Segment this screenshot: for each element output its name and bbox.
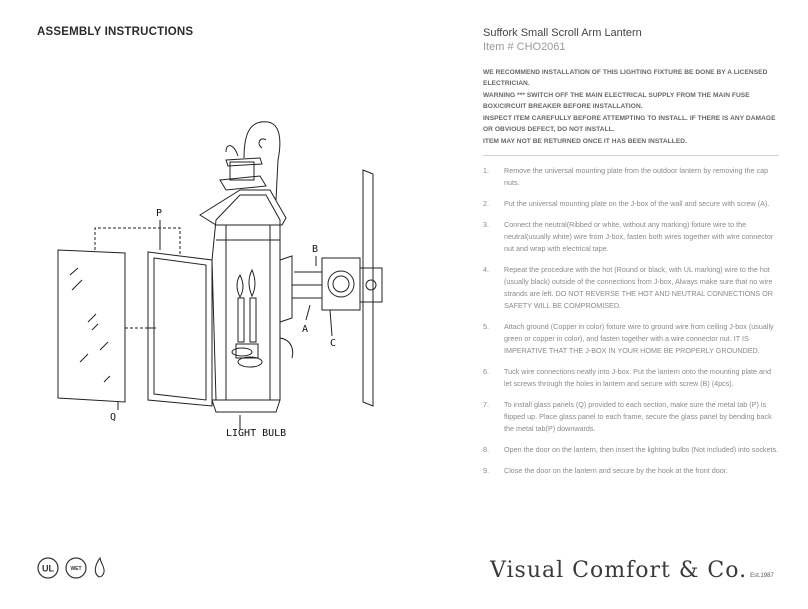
- label-p: P: [156, 208, 162, 219]
- warnings: WE RECOMMEND INSTALLATION OF THIS LIGHTI…: [483, 68, 783, 148]
- ul-listed-icon: UL: [37, 557, 59, 579]
- step-number: 3.: [483, 219, 489, 229]
- label-a: A: [302, 324, 308, 335]
- brand-established: Est.1987: [750, 573, 774, 579]
- step-number: 5.: [483, 321, 489, 331]
- product-title: Suffork Small Scroll Arm Lantern: [483, 27, 642, 39]
- brand-name: Visual Comfort & Co.: [490, 558, 748, 583]
- step-text: Put the universal mounting plate on the …: [504, 198, 770, 208]
- label-c: C: [330, 338, 336, 349]
- step-item: 9. Close the door on the lantern and secu…: [483, 465, 779, 477]
- step-text: Repeat the procedure with the hot (Round…: [504, 264, 773, 310]
- glass-panel-q: [57, 249, 126, 403]
- step-text: Connect the neutral(Ribbed or white, wit…: [504, 219, 774, 253]
- step-item: 2. Put the universal mounting plate on th…: [483, 198, 779, 210]
- step-number: 7.: [483, 399, 489, 409]
- label-light-bulb: LIGHT BULB: [226, 428, 286, 439]
- flame-icon: [94, 556, 105, 578]
- step-item: 1. Remove the universal mounting plate fr…: [483, 165, 779, 189]
- step-text: Remove the universal mounting plate from…: [504, 165, 769, 187]
- step-text: Attach ground (Copper in color) fixture …: [504, 321, 774, 355]
- lantern-assembly-diagram: P B A C Q LIGHT BULB: [57, 121, 383, 439]
- step-text: To install glass panels (Q) provided to …: [504, 399, 772, 433]
- step-text: Open the door on the lantern, then inser…: [504, 444, 779, 454]
- warning-text: INSPECT ITEM CAREFULLY BEFORE ATTEMPTING…: [483, 115, 776, 133]
- brand-logo: Visual Comfort & Co.Est.1987: [490, 558, 774, 583]
- label-b: B: [312, 244, 318, 255]
- step-item: 4. Repeat the procedure with the hot (Rou…: [483, 264, 779, 312]
- steps-list: 1. Remove the universal mounting plate fr…: [483, 165, 779, 477]
- instructions-column: Suffork Small Scroll Arm Lantern Item # …: [483, 26, 783, 486]
- step-text: Close the door on the lantern and secure…: [504, 465, 728, 475]
- step-item: 7. To install glass panels (Q) provided t…: [483, 399, 779, 435]
- label-q: Q: [110, 412, 116, 423]
- step-item: 8. Open the door on the lantern, then ins…: [483, 444, 779, 456]
- step-number: 4.: [483, 264, 489, 274]
- item-number: Item # CHO2061: [483, 41, 566, 53]
- divider: [483, 154, 779, 156]
- wet-location-icon: WET: [65, 557, 87, 579]
- certification-icons: UL WET: [37, 556, 105, 579]
- step-item: 5. Attach ground (Copper in color) fixtur…: [483, 321, 779, 357]
- step-item: 6. Tuck wire connections neatly into J-bo…: [483, 366, 779, 390]
- svg-text:UL: UL: [42, 564, 54, 574]
- step-number: 1.: [483, 165, 489, 175]
- svg-text:WET: WET: [70, 566, 81, 572]
- warning-text: WARNING *** SWITCH OFF THE MAIN ELECTRIC…: [483, 92, 750, 110]
- step-text: Tuck wire connections neatly into J-box.…: [504, 366, 772, 388]
- warning-text: ITEM MAY NOT BE RETURNED ONCE IT HAS BEE…: [483, 138, 687, 145]
- page-title: ASSEMBLY INSTRUCTIONS: [37, 26, 194, 38]
- step-number: 2.: [483, 198, 489, 208]
- step-number: 6.: [483, 366, 489, 376]
- warning-text: WE RECOMMEND INSTALLATION OF THIS LIGHTI…: [483, 69, 768, 87]
- step-item: 3. Connect the neutral(Ribbed or white, w…: [483, 219, 779, 255]
- step-number: 8.: [483, 444, 489, 454]
- step-number: 9.: [483, 465, 489, 475]
